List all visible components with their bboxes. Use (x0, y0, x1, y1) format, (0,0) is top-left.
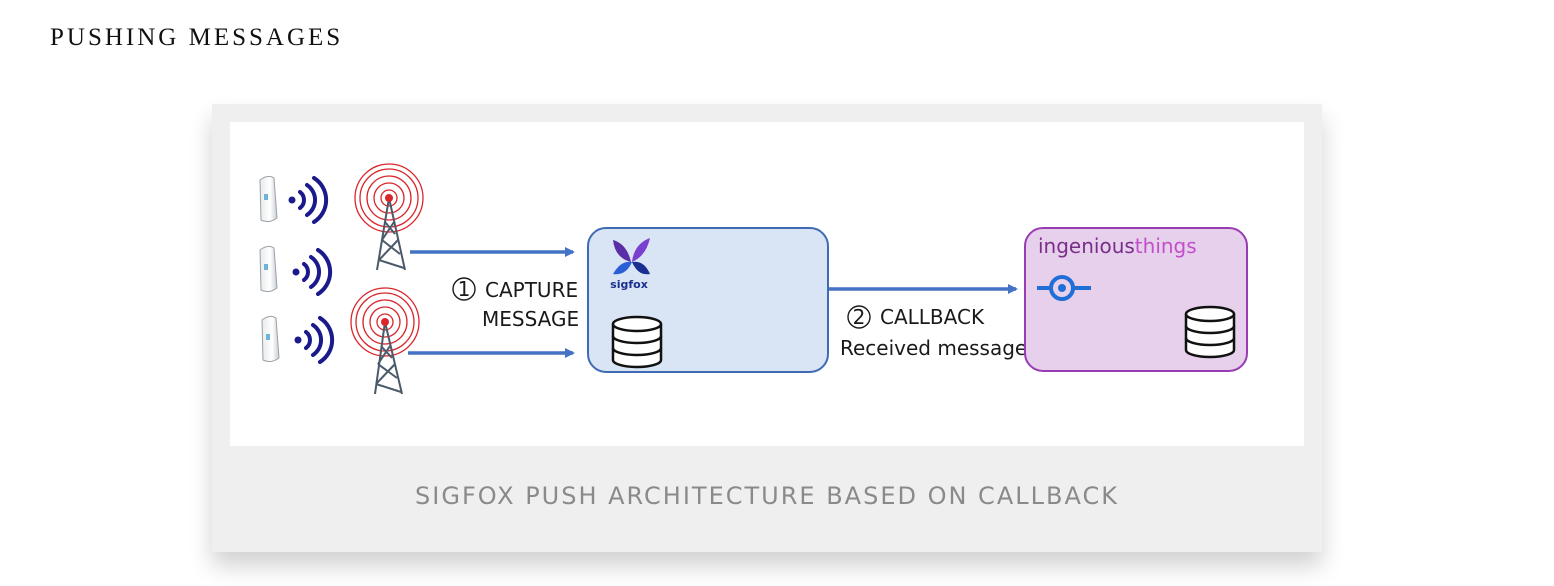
sigfox-logo-text: sigfox (610, 278, 648, 291)
step1-number: 1 (458, 277, 471, 301)
wireless-waves-icon (294, 316, 335, 364)
step2-number: 2 (853, 305, 866, 329)
sensor-device-icon (261, 315, 280, 363)
ingenious-logo: ingeniousthings (1038, 234, 1197, 258)
figure-card: 1 CAPTURE MESSAGE sigfox (212, 104, 1322, 552)
step1-line2: MESSAGE (482, 307, 579, 331)
ingenious-things-box: ingeniousthings (1024, 227, 1248, 372)
step1-label: 1 CAPTURE MESSAGE (452, 277, 579, 331)
wireless-waves-icon (292, 248, 333, 296)
section-title: PUSHING MESSAGES (50, 24, 344, 51)
figure-caption: SIGFOX PUSH ARCHITECTURE BASED ON CALLBA… (415, 482, 1119, 510)
callback-endpoint-icon (1037, 275, 1091, 301)
ingenious-logo-part2: things (1135, 234, 1197, 258)
step2-number-circle (847, 305, 871, 329)
wireless-waves-icon (288, 176, 329, 224)
step2-line1: CALLBACK (880, 305, 985, 329)
antenna-tower-icon (354, 163, 424, 271)
step1-line1: CAPTURE (485, 278, 578, 302)
step2-line2: Received message (840, 336, 1027, 360)
sigfox-logo-icon (613, 238, 650, 275)
sigfox-cloud-box: sigfox (587, 227, 829, 373)
antenna-tower-icon (350, 287, 420, 395)
ingenious-database-icon (1184, 305, 1236, 359)
step1-number-circle (452, 277, 476, 301)
architecture-diagram: 1 CAPTURE MESSAGE sigfox (230, 122, 1304, 446)
ingenious-logo-part1: ingenious (1038, 234, 1135, 258)
sensor-device-icon (259, 245, 278, 293)
sensor-device-icon (259, 175, 278, 223)
step2-label: 2 CALLBACK Received message (840, 305, 1027, 360)
sigfox-database-icon (611, 315, 663, 369)
